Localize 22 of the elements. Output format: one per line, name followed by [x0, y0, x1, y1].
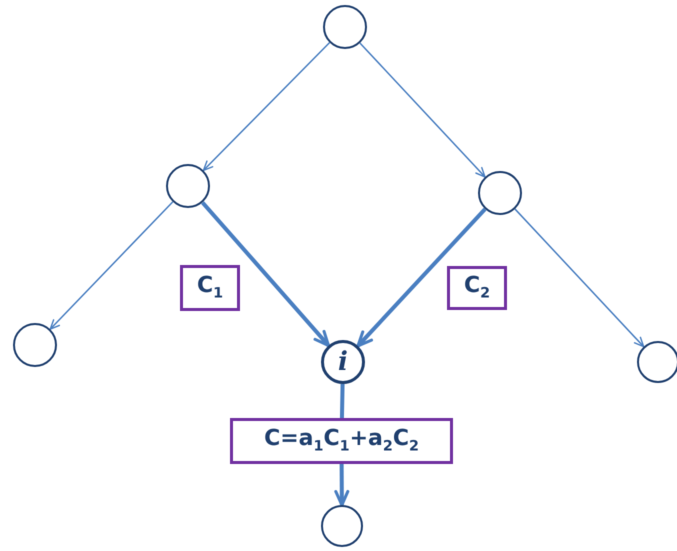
circle-node: [321, 340, 365, 384]
circle-node: [321, 505, 363, 547]
arrow: [201, 201, 330, 347]
node-label: i: [338, 349, 348, 375]
formula-box: [447, 266, 507, 310]
circle-node: [166, 164, 210, 208]
formula-text: C$_{1}$: [196, 275, 224, 301]
circle-node: [478, 171, 522, 215]
arrow: [356, 208, 486, 348]
formula-box: [230, 418, 453, 464]
formula-text: C=a$_{1}$C$_{1}$+a$_{2}$C$_{2}$: [264, 428, 419, 454]
arrow: [202, 42, 330, 172]
circle-node: [13, 323, 57, 367]
arrow: [359, 42, 486, 178]
arrow: [514, 208, 644, 348]
arrow: [334, 464, 350, 506]
formula-text: C$_{2}$: [464, 275, 490, 301]
circle-node: [323, 5, 367, 49]
arrow: [50, 201, 174, 330]
connector-line: [340, 384, 345, 418]
formula-box: [180, 265, 240, 311]
circle-node: [637, 341, 677, 383]
